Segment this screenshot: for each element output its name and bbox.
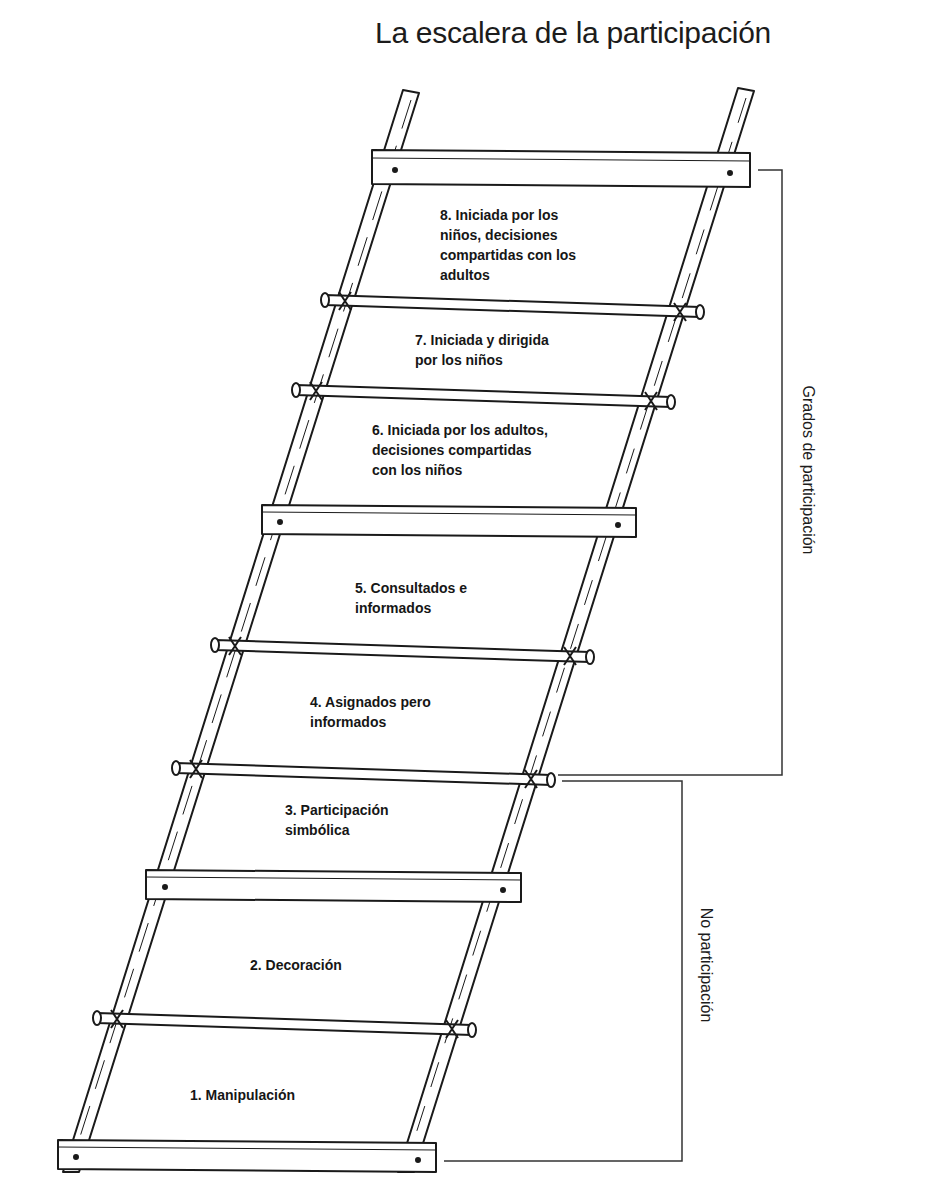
rung-end — [321, 293, 329, 307]
ladder-rung — [97, 1013, 472, 1035]
ladder-rung — [296, 385, 671, 407]
rung-end — [93, 1011, 101, 1025]
ladder-board — [58, 1140, 436, 1172]
bracket — [444, 781, 682, 1161]
board-edge — [146, 877, 521, 880]
level-label: 3. Participación simbólica — [285, 800, 415, 840]
nail — [416, 1158, 420, 1162]
nail — [616, 523, 620, 527]
nail — [728, 171, 732, 175]
rope-lashing — [229, 637, 576, 665]
level-label: 1. Manipulación — [190, 1085, 295, 1105]
level-label: 6. Iniciada por los adultos, decisiones … — [372, 420, 554, 480]
bracket — [558, 170, 782, 775]
ladder — [58, 88, 754, 1172]
level-label: 5. Consultados e informados — [355, 578, 485, 618]
level-label: 8. Iniciada por los niños, decisiones co… — [440, 205, 590, 285]
ladder-board — [146, 870, 521, 902]
nail — [393, 168, 397, 172]
diagram-title: La escalera de la participación — [375, 16, 771, 50]
bracket-label: Grados de participación — [799, 384, 817, 557]
ladder-board — [262, 505, 636, 537]
rung-end — [547, 773, 555, 787]
nail — [501, 888, 505, 892]
ladder-rung — [215, 640, 590, 662]
rope-lashing — [310, 382, 657, 410]
board-edge — [262, 512, 636, 515]
nail — [163, 885, 167, 889]
ladder-board — [372, 150, 750, 187]
ladder-rail — [398, 88, 754, 1172]
brackets — [444, 170, 782, 1161]
rung-end — [172, 761, 180, 775]
level-label: 7. Iniciada y dirigida por los niños — [415, 330, 565, 370]
board-edge — [372, 158, 750, 161]
ladder-rung — [176, 763, 551, 785]
level-label: 2. Decoración — [250, 955, 342, 975]
rope-lashing — [190, 760, 537, 788]
level-label: 4. Asignados pero informados — [310, 692, 445, 732]
nail — [278, 520, 282, 524]
rope-lashing — [339, 292, 686, 321]
nail — [74, 1155, 78, 1159]
rung-end — [696, 305, 704, 319]
rope-lashing — [111, 1010, 458, 1038]
rung-end — [667, 395, 675, 409]
bracket-label: No participación — [697, 906, 715, 1025]
wood-grain — [71, 100, 411, 1165]
rung-end — [211, 638, 219, 652]
board-edge — [58, 1147, 436, 1150]
rung-end — [292, 383, 300, 397]
rung-end — [468, 1023, 476, 1037]
rung-end — [586, 650, 594, 664]
ladder-rail — [63, 90, 419, 1172]
wood-grain — [406, 98, 746, 1165]
ladder-rung — [325, 295, 700, 317]
